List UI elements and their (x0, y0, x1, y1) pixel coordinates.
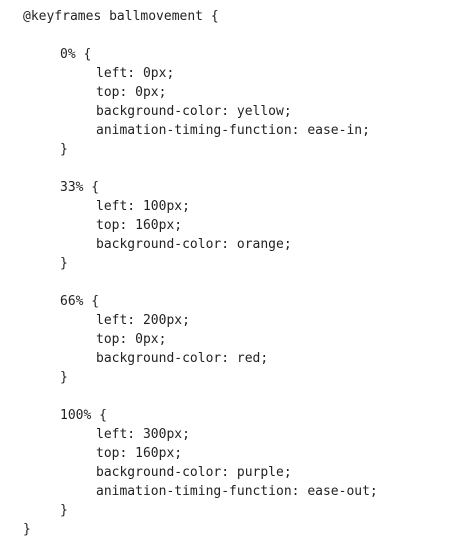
code-line: background-color: purple; (96, 465, 292, 480)
code-block: @keyframes ballmovement { 0% { left: 0px; t… (0, 7, 465, 539)
code-line: 66% { (60, 294, 100, 309)
code-line: @keyframes ballmovement { (23, 9, 219, 24)
code-line: background-color: orange; (96, 237, 292, 252)
code-line: background-color: red; (96, 351, 269, 366)
code-line: left: 200px; (96, 313, 190, 328)
code-line: top: 160px; (96, 446, 183, 461)
code-line: } (60, 256, 68, 271)
code-line: left: 0px; (96, 66, 175, 81)
code-line (0, 159, 465, 178)
code-line (0, 273, 465, 292)
code-line: } (23, 522, 31, 537)
code-line: animation-timing-function: ease-out; (96, 484, 378, 499)
code-line: top: 0px; (96, 85, 167, 100)
code-line: top: 0px; (96, 332, 167, 347)
code-line: top: 160px; (96, 218, 183, 233)
code-line: left: 300px; (96, 427, 190, 442)
code-line: animation-timing-function: ease-in; (96, 123, 370, 138)
code-line: } (60, 142, 68, 157)
code-line (0, 387, 465, 406)
code-line: 100% { (60, 408, 107, 423)
code-line: background-color: yellow; (96, 104, 292, 119)
code-line: 33% { (60, 180, 100, 195)
code-line: } (60, 370, 68, 385)
code-line: 0% { (60, 47, 92, 62)
code-line: left: 100px; (96, 199, 190, 214)
code-line (0, 26, 465, 45)
code-line: } (60, 503, 68, 518)
